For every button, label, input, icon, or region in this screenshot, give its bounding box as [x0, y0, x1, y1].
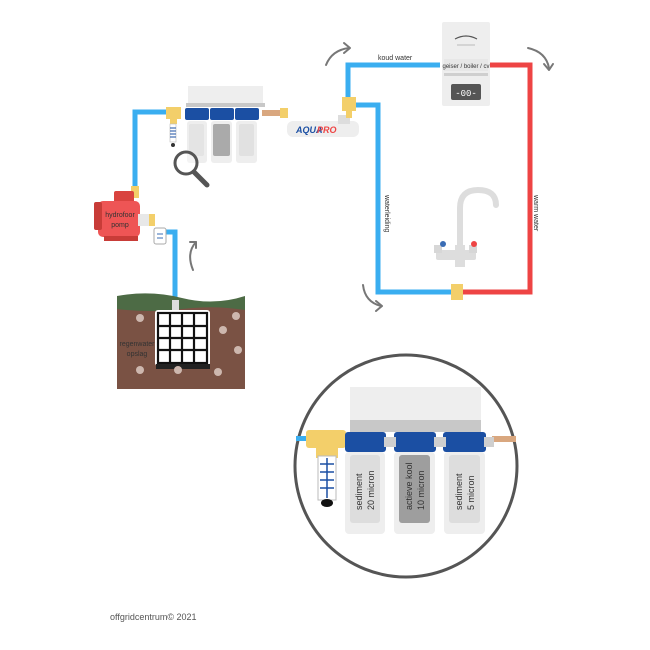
magnifier-icon	[173, 150, 210, 188]
cold-water-label: koud water	[378, 55, 413, 62]
small-filter-housings	[187, 121, 257, 163]
uv-sterilizer-icon: AQUA PRO	[287, 115, 359, 137]
detail-cap-connectors	[384, 437, 494, 447]
storage-label-line1: regenwater	[119, 341, 155, 348]
boiler-display	[451, 84, 481, 100]
cartridge-1-line2: 20 micron	[366, 470, 376, 510]
uv-brand-pro: PRO	[317, 125, 337, 135]
filter-detail-zoom: sediment 20 micron actieve kool 10 micro…	[293, 353, 519, 579]
boiler-display-text: -00-	[455, 89, 477, 99]
ibc-tank-icon	[155, 310, 210, 369]
detail-manometer-icon	[317, 455, 337, 507]
cartridge-3-line1: sediment	[454, 473, 464, 510]
cartridge-3-line2: 5 micron	[466, 475, 476, 510]
soil-stones	[136, 312, 242, 376]
cartridge-2-line1: actieve kool	[404, 462, 414, 510]
filter-to-uv-pipe	[262, 108, 288, 118]
uv-brand-aqua: AQUA	[295, 125, 323, 135]
small-filter-caps	[185, 108, 259, 120]
storage-label-line2: opslag	[127, 351, 148, 358]
inlet-strainer	[153, 227, 167, 245]
pump-label-line1: hydrofoor	[105, 212, 135, 219]
tee-fitting-bottom	[451, 284, 463, 300]
flow-arrow-icon	[189, 42, 554, 312]
uv-brass-tee	[342, 97, 356, 118]
footer-credit: offgridcentrum© 2021	[110, 612, 197, 622]
small-manometer-icon	[169, 123, 177, 147]
rainwater-storage: regenwater opslag	[117, 293, 245, 389]
small-brass-tee	[166, 107, 181, 124]
cartridge-1-line1: sediment	[354, 473, 364, 510]
pump-label-line2: pomp	[111, 222, 129, 229]
hot-water-pipe	[462, 62, 533, 295]
cold-water-pipes	[132, 62, 455, 305]
waterfilter-system: waterfilter systeem	[166, 86, 265, 188]
warm-water-label: warm water	[532, 194, 539, 232]
boiler: geiser / boiler / cv -00-	[442, 22, 490, 106]
hydrofoor-pump: hydrofoor pomp	[94, 186, 167, 245]
water-main-label: waterleiding	[383, 194, 390, 232]
cartridge-2-line2: 10 micron	[416, 470, 426, 510]
detail-filter-housings	[345, 452, 485, 534]
detail-filter-caps	[345, 432, 486, 452]
boiler-label: geiser / boiler / cv	[442, 64, 489, 70]
faucet-icon	[434, 186, 499, 267]
detail-brass-tee	[306, 430, 346, 458]
